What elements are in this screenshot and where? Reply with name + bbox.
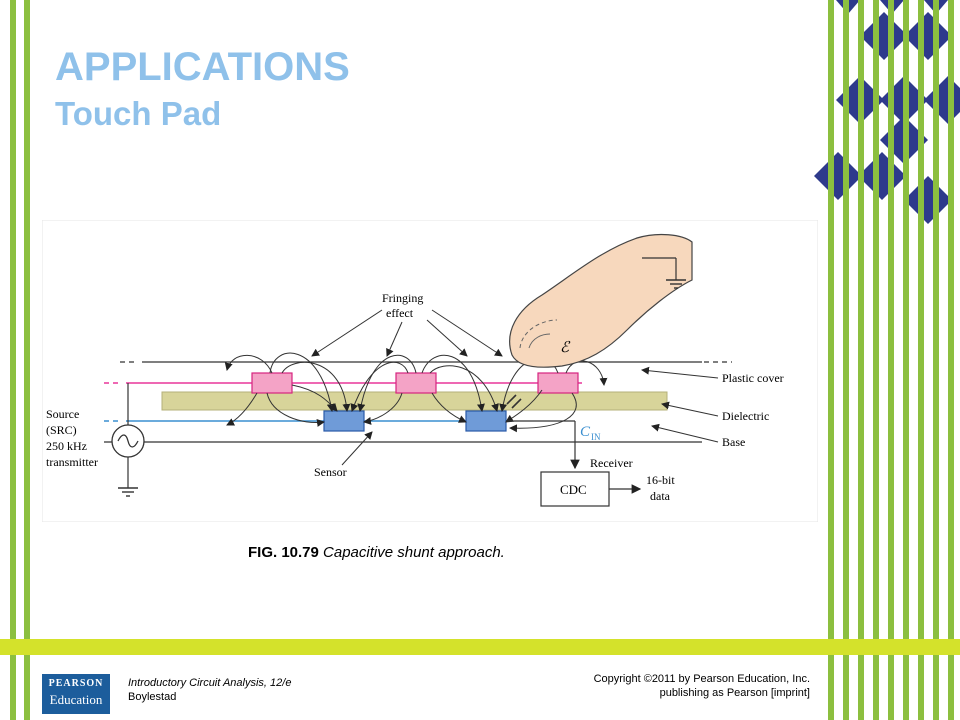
sensor-block — [465, 410, 507, 432]
source-label-3: 250 kHz — [46, 439, 87, 453]
green-vertical-stripes — [10, 0, 954, 720]
cdc-label: CDC — [560, 482, 587, 497]
logo-line-1: PEARSON — [48, 678, 104, 689]
source-label-4: transmitter — [46, 455, 98, 469]
slide-title: APPLICATIONS — [55, 45, 350, 89]
dielectric-layer — [161, 391, 668, 411]
bits-label-2: data — [650, 489, 671, 503]
source-label-2: (SRC) — [46, 423, 77, 437]
logo-line-2: Education — [49, 692, 103, 707]
receiver-label: Receiver — [590, 456, 633, 470]
copyright-line-2: publishing as Pearson [imprint] — [659, 687, 810, 699]
cin-label: C — [580, 424, 591, 440]
figure-caption: FIG. 10.79 Capacitive shunt approach. — [248, 544, 505, 561]
base-label: Base — [722, 435, 745, 449]
pearson-logo: PEARSON Education — [42, 674, 110, 714]
sensor-block — [323, 410, 365, 432]
touch-pad-diagram: ℰ C IN CDC 16-bit data Receiver Fringing… — [42, 220, 818, 522]
cin-subscript: IN — [591, 432, 601, 442]
fringing-label-2: effect — [386, 306, 414, 320]
figure-number: FIG. 10.79 — [248, 544, 319, 561]
field-lines — [224, 352, 608, 433]
dielectric-label: Dielectric — [722, 409, 769, 423]
electrode — [251, 372, 293, 394]
plastic-cover-label: Plastic cover — [722, 371, 784, 385]
lime-horizontal-bar — [0, 639, 960, 655]
fringing-label-1: Fringing — [382, 291, 423, 305]
electrode — [537, 372, 579, 394]
electrode — [395, 372, 437, 394]
figure-title: Capacitive shunt approach. — [318, 544, 505, 561]
book-author: Boylestad — [128, 691, 177, 703]
finger — [509, 233, 693, 368]
copyright-line-1: Copyright ©2011 by Pearson Education, In… — [593, 673, 810, 685]
copyright: Copyright ©2011 by Pearson Education, In… — [560, 672, 810, 700]
field-symbol: ℰ — [560, 340, 571, 356]
sensor-label: Sensor — [314, 465, 347, 479]
book-info: Introductory Circuit Analysis, 12/e Boyl… — [128, 676, 291, 704]
source-label-1: Source — [46, 407, 79, 421]
bits-label-1: 16-bit — [646, 473, 675, 487]
slide-subtitle: Touch Pad — [55, 95, 222, 132]
book-title: Introductory Circuit Analysis, 12/e — [128, 677, 292, 689]
